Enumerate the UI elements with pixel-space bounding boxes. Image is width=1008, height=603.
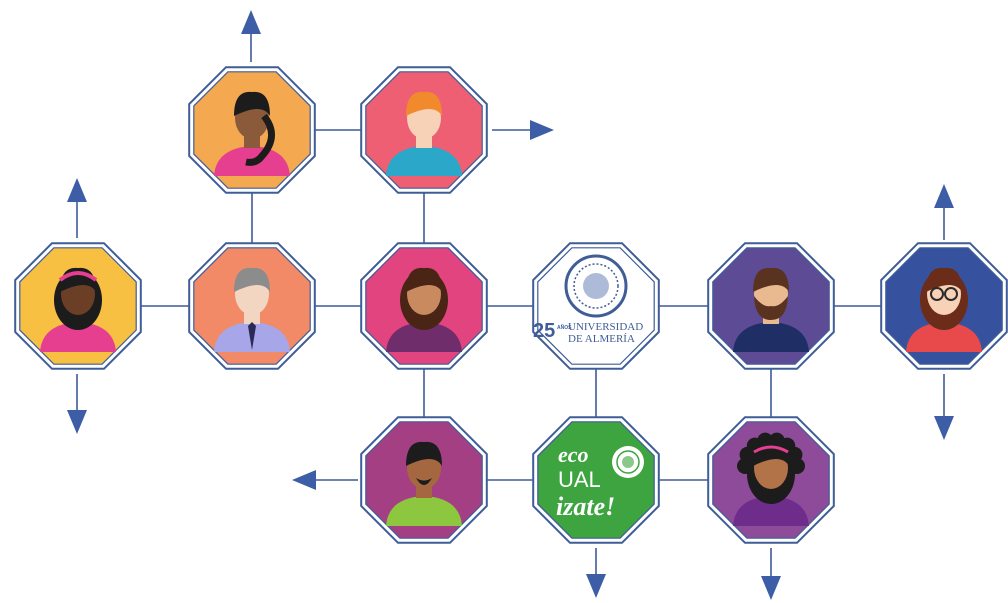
arrow-down-icon [586,548,606,598]
woman-headband-avatar-icon [40,267,116,352]
node-woman-headband [14,242,142,370]
node-man-goatee [360,416,488,544]
node-man-tie [188,242,316,370]
bearded-man-avatar-icon [733,267,809,352]
avatar-hair [234,267,270,292]
eco-line1: eco [558,442,589,467]
eco-line2: UAL [558,467,601,492]
arrow-up-icon [934,184,954,240]
woman-curly-avatar-icon [733,432,809,526]
avatar-shirt [733,496,809,526]
avatar-shirt [386,496,462,526]
arrow-down-icon [761,548,781,600]
node-man-orange-hair [360,66,488,194]
node-woman-ponytail [188,66,316,194]
logo-line2: DE ALMERÍA [568,333,635,345]
avatar-hair [406,267,442,292]
avatar-hair [234,91,270,116]
ecoual-logo-icon [612,446,644,478]
arrow-down-icon [934,374,954,440]
beard [416,478,432,485]
node-man-beard [707,242,835,370]
logo-anniversary: 25 [533,320,555,342]
tie-icon [248,322,256,350]
eco-line3: izate! [556,492,615,521]
logo-anos: AÑOS [557,324,572,331]
glasses-icon [930,287,944,301]
arrow-left-icon [292,470,358,490]
avatar-hair [406,441,442,466]
node-woman-glasses [880,242,1008,370]
woman-avatar-icon [386,267,462,352]
logo-line1: UNIVERSIDAD [568,321,643,333]
university-logo-text: 25 AÑOS UNIVERSIDAD DE ALMERÍA [533,320,643,345]
avatar-shirt [386,322,462,352]
avatar-shirt [386,146,462,176]
woman-glasses-avatar-icon [906,267,982,352]
avatar-hair [926,267,962,292]
arrow-up-icon [67,178,87,238]
avatar-hair [406,91,442,116]
ecoual-text: eco UAL izate! [556,442,615,521]
avatar-shirt [40,322,116,352]
beard [754,296,788,320]
man-tie-avatar-icon [214,267,290,352]
outward-arrows [67,10,954,600]
arrow-down-icon [67,374,87,434]
avatar-shirt [733,322,809,352]
avatar-hair [753,267,789,292]
avatar-shirt [906,322,982,352]
man-avatar-icon [386,91,462,176]
node-ecoual [532,416,660,544]
node-woman-curly [707,416,835,544]
woman-ponytail-avatar-icon [214,91,290,176]
node-woman-center [360,242,488,370]
man-goatee-avatar-icon [386,441,462,526]
arrow-right-icon [492,120,554,140]
arrow-up-icon [241,10,261,62]
node-ual-logo [532,242,660,370]
university-seal-icon [564,254,628,318]
